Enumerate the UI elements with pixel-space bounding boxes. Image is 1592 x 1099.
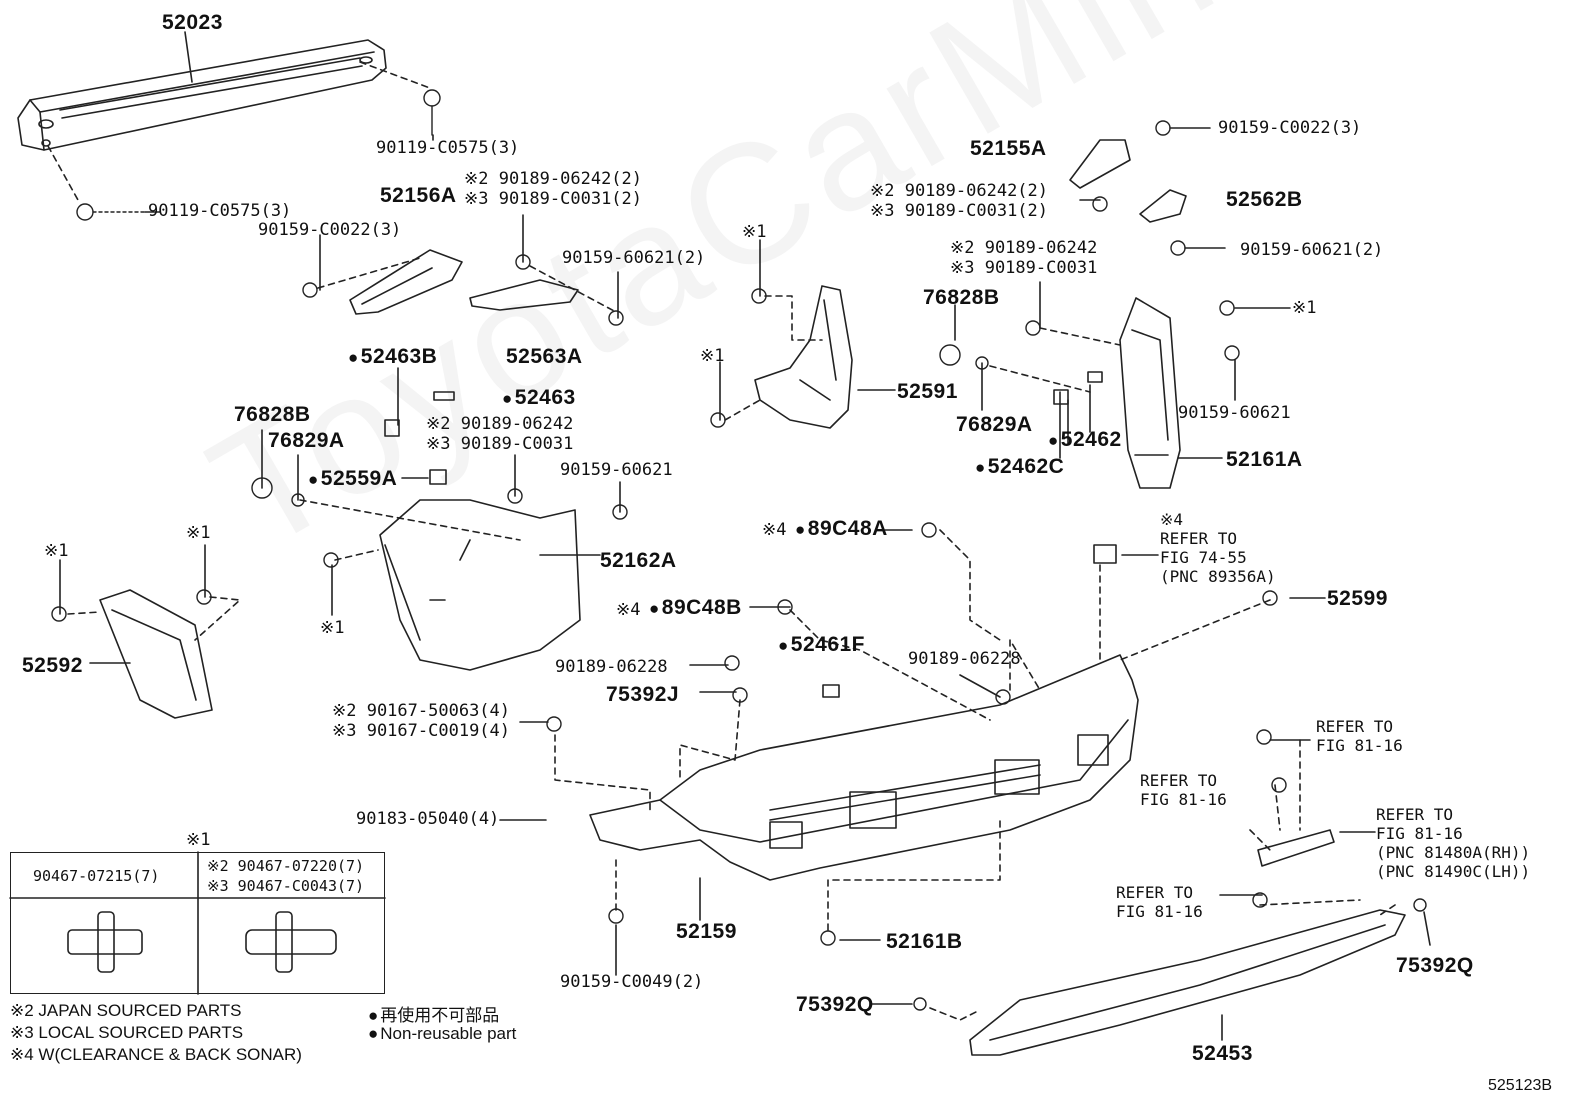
part-label-52156A: 52156A xyxy=(380,184,457,207)
legend-col1-part: 90467-07215(7) xyxy=(33,867,160,885)
footnote-nonreusable-jp: 再使用不可部品 xyxy=(368,1001,499,1026)
part-label-52155A: 52155A xyxy=(970,137,1047,160)
part-label-75392Q-right: 75392Q xyxy=(1396,954,1474,977)
part-label-52562B: 52562B xyxy=(1226,188,1303,211)
fastener-label-3: 90159-C0022(3) xyxy=(258,220,402,240)
legend-col2-part-b: ※3 90467-C0043(7) xyxy=(207,877,365,895)
clip-mark-5: ※1 xyxy=(186,523,211,543)
reference-note-81-16-d: REFER TO FIG 81-16 xyxy=(1116,883,1203,921)
bracket-52563A xyxy=(469,279,579,311)
part-label-76829A-left: 76829A xyxy=(268,429,345,452)
clip-legend-table: 90467-07215(7) ※2 90467-07220(7) ※3 9046… xyxy=(10,852,385,994)
fastener-label-17: 90159-C0049(2) xyxy=(560,972,704,992)
footnote-nonreusable-en: Non-reusable part xyxy=(368,1024,516,1044)
fastener-label-10: 90159-60621 xyxy=(1178,403,1291,423)
clip-mark-2: ※1 xyxy=(700,346,725,366)
retainer-52591 xyxy=(754,285,853,429)
fastener-label-7a: ※2 90189-06242(2) xyxy=(870,181,1049,201)
fastener-label-4b: ※3 90189-C0031(2) xyxy=(464,189,643,209)
clip-mark-6: ※1 xyxy=(320,618,345,638)
clip-drawing-1 xyxy=(67,911,143,973)
fastener-label-7b: ※3 90189-C0031(2) xyxy=(870,201,1049,221)
reinforcement-52023 xyxy=(17,39,387,151)
bumper-cover-52159 xyxy=(589,654,1139,881)
footnote-sonar: ※4 W(CLEARANCE & BACK SONAR) xyxy=(10,1045,302,1064)
clip-mark-4: ※1 xyxy=(44,541,69,561)
fastener-label-8: 90159-60621(2) xyxy=(1240,240,1384,260)
part-label-89C48B: 89C48B xyxy=(649,597,742,618)
diagram-code: 525123B xyxy=(1488,1077,1553,1094)
fastener-label-12: 90159-60621 xyxy=(560,460,673,480)
part-label-52162A: 52162A xyxy=(600,549,677,572)
part-label-52462: 52462 xyxy=(1048,429,1122,450)
part-label-76829A-right: 76829A xyxy=(956,413,1033,436)
part-label-76828B-left: 76828B xyxy=(234,403,311,426)
bracket-52156A xyxy=(349,249,463,315)
side-piece-52162A xyxy=(379,499,581,671)
part-label-76828B-right: 76828B xyxy=(923,286,1000,309)
part-label-52463: 52463 xyxy=(502,387,576,408)
legend-table-mark: ※1 xyxy=(186,830,211,850)
part-label-52462C: 52462C xyxy=(975,456,1064,477)
lower-garnish-52453 xyxy=(969,909,1406,1056)
part-label-52592: 52592 xyxy=(22,654,83,677)
fastener-label-4a: ※2 90189-06242(2) xyxy=(464,169,643,189)
part-label-52453: 52453 xyxy=(1192,1042,1253,1065)
part-label-52159: 52159 xyxy=(676,920,737,943)
clip-drawing-2 xyxy=(245,911,337,973)
fastener-label-11b: ※3 90189-C0031 xyxy=(426,434,574,454)
part-label-52563A: 52563A xyxy=(506,345,583,368)
fastener-label-1: 90119-C0575(3) xyxy=(376,138,520,158)
fastener-label-15b: ※3 90167-C0019(4) xyxy=(332,721,511,741)
fastener-label-13: 90189-06228 xyxy=(555,657,668,677)
fastener-label-15a: ※2 90167-50063(4) xyxy=(332,701,511,721)
clip-mark-3: ※1 xyxy=(1292,298,1317,318)
part-label-52599: 52599 xyxy=(1327,587,1388,610)
part-label-75392Q-left: 75392Q xyxy=(796,993,874,1016)
fastener-label-5: 90159-60621(2) xyxy=(562,248,706,268)
retainer-52592 xyxy=(99,589,213,719)
part-label-52591: 52591 xyxy=(897,380,958,403)
sonar-mark-89C48A: ※4 xyxy=(762,520,787,540)
fastener-label-11a: ※2 90189-06242 xyxy=(426,414,574,434)
part-label-52161B: 52161B xyxy=(886,930,963,953)
sonar-mark-89C48B: ※4 xyxy=(616,600,641,620)
absorber-52161A xyxy=(1119,297,1181,489)
part-label-75392J: 75392J xyxy=(606,683,680,706)
part-label-89C48A: 89C48A xyxy=(795,518,888,539)
reference-note-81-16-c: REFER TO FIG 81-16 (PNC 81480A(RH)) (PNC… xyxy=(1376,805,1531,881)
fastener-label-16: 90183-05040(4) xyxy=(356,809,500,829)
clip-mark-1: ※1 xyxy=(742,222,767,242)
part-label-52023: 52023 xyxy=(162,11,223,34)
fastener-label-6: 90159-C0022(3) xyxy=(1218,118,1362,138)
part-label-52461F: 52461F xyxy=(778,634,865,655)
part-label-52161A: 52161A xyxy=(1226,448,1303,471)
legend-col2-part-a: ※2 90467-07220(7) xyxy=(207,857,365,875)
footnote-local: ※3 LOCAL SOURCED PARTS xyxy=(10,1023,244,1042)
fastener-label-14: 90189-06228 xyxy=(908,649,1021,669)
part-label-52559A: 52559A xyxy=(308,468,397,489)
fastener-label-2: 90119-C0575(3) xyxy=(148,201,292,221)
reference-note-81-16-b: REFER TO FIG 81-16 xyxy=(1140,771,1227,809)
fastener-label-9b: ※3 90189-C0031 xyxy=(950,258,1098,278)
reference-note-74-55: ※4 REFER TO FIG 74-55 (PNC 89356A) xyxy=(1160,510,1276,586)
part-label-52463B: 52463B xyxy=(348,346,437,367)
footnote-japan: ※2 JAPAN SOURCED PARTS xyxy=(10,1001,242,1020)
reference-note-81-16-a: REFER TO FIG 81-16 xyxy=(1316,717,1403,755)
fastener-label-9a: ※2 90189-06242 xyxy=(950,238,1098,258)
